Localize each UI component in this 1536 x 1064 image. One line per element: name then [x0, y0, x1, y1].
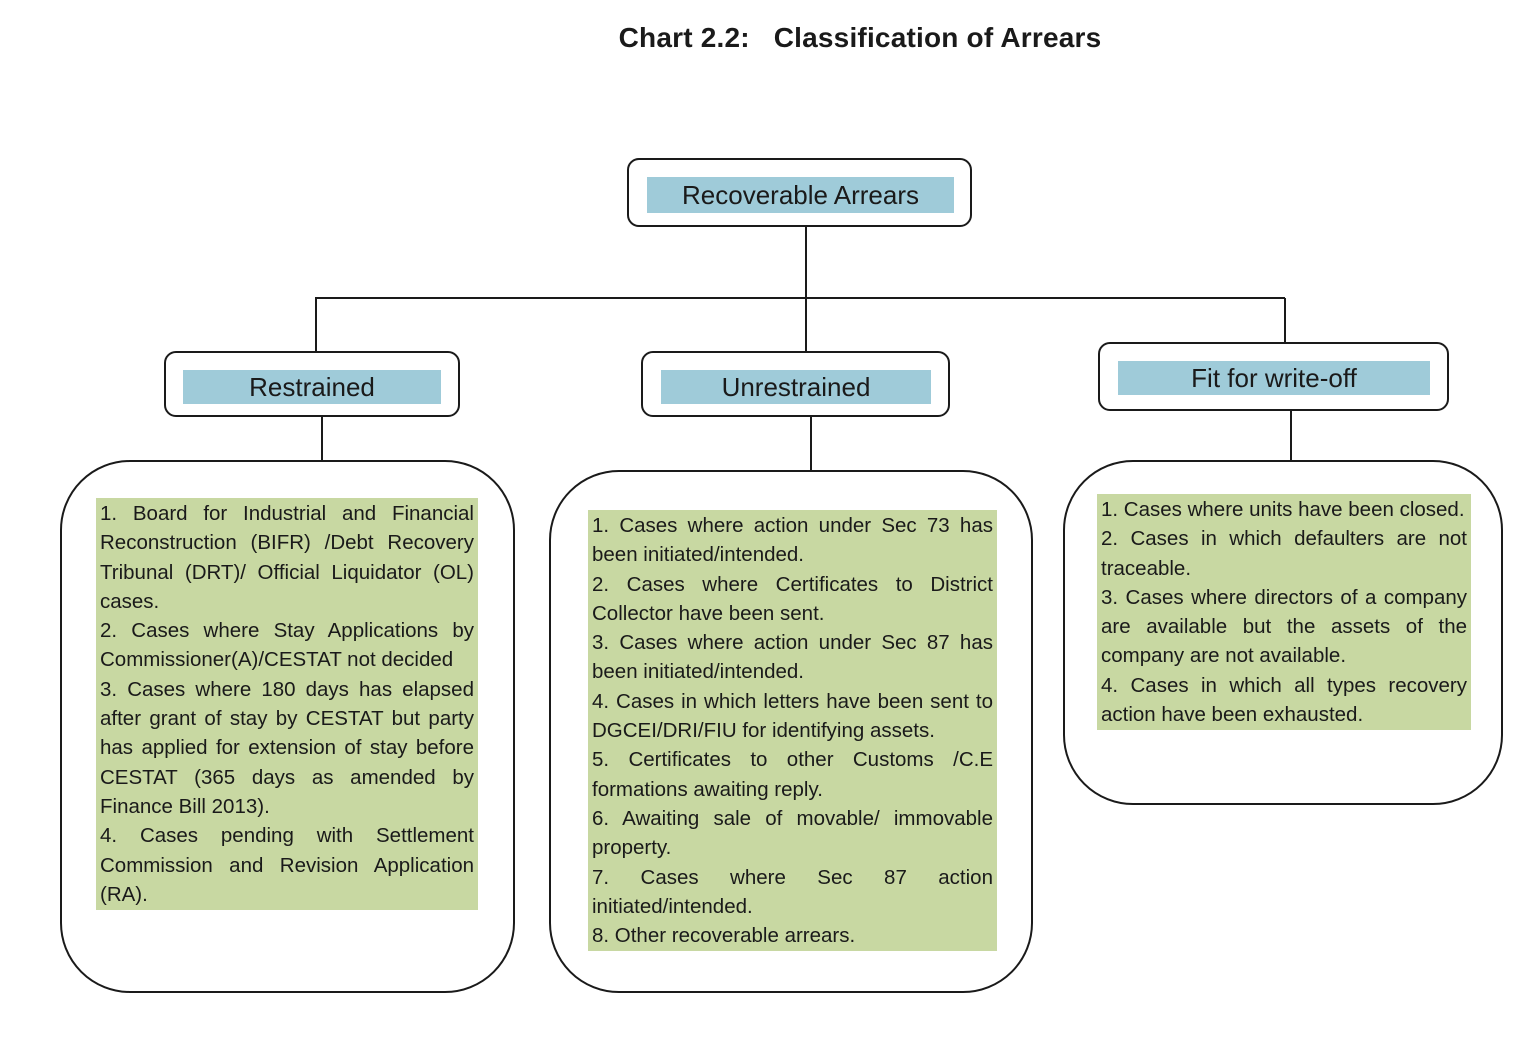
- root-node: Recoverable Arrears: [627, 158, 972, 227]
- list-item: 1. Board for Industrial and Financial Re…: [100, 502, 474, 613]
- list-item: 4. Cases in which letters have been sent…: [592, 689, 993, 743]
- unrestrained-items: 1. Cases where action under Sec 73 has b…: [588, 510, 997, 952]
- category-node-restrained: Restrained: [164, 351, 460, 417]
- category-node-write-off: Fit for write-off: [1098, 342, 1449, 411]
- category-node-unrestrained: Unrestrained: [641, 351, 950, 417]
- category-label-unrestrained: Unrestrained: [661, 370, 931, 404]
- restrained-panel: 1. Board for Industrial and Financial Re…: [60, 460, 515, 993]
- category-label-write-off: Fit for write-off: [1118, 361, 1430, 395]
- chart-title: Chart 2.2: Classification of Arrears: [618, 22, 1102, 53]
- list-item: 3. Cases where 180 days has elapsed afte…: [100, 677, 474, 818]
- list-item: 4. Cases in which all types recovery act…: [1101, 673, 1467, 727]
- write-off-panel: 1. Cases where units have been closed. 2…: [1063, 460, 1503, 805]
- list-item: 3. Cases where directors of a company ar…: [1101, 585, 1467, 668]
- list-item: 8. Other recoverable arrears.: [592, 924, 856, 948]
- unrestrained-panel: 1. Cases where action under Sec 73 has b…: [549, 470, 1033, 993]
- list-item: 2. Cases where Stay Applications by Comm…: [100, 619, 474, 672]
- list-item: 6. Awaiting sale of movable/ immovable p…: [592, 806, 993, 860]
- list-item: 7. Cases where Sec 87 action initiated/i…: [592, 865, 993, 918]
- list-item: 3. Cases where action under Sec 87 has b…: [592, 631, 993, 684]
- list-item: 1. Cases where units have been closed.: [1101, 498, 1465, 521]
- root-node-label: Recoverable Arrears: [647, 177, 954, 213]
- write-off-items: 1. Cases where units have been closed. 2…: [1097, 494, 1471, 731]
- list-item: 1. Cases where action under Sec 73 has b…: [592, 514, 993, 567]
- list-item: 5. Certificates to other Customs /C.E fo…: [592, 748, 993, 801]
- list-item: 2. Cases in which defaulters are not tra…: [1101, 527, 1467, 580]
- restrained-items: 1. Board for Industrial and Financial Re…: [96, 498, 478, 911]
- category-label-restrained: Restrained: [183, 370, 441, 404]
- list-item: 2. Cases where Certificates to District …: [592, 572, 993, 625]
- list-item: 4. Cases pending with Settlement Commiss…: [100, 824, 474, 906]
